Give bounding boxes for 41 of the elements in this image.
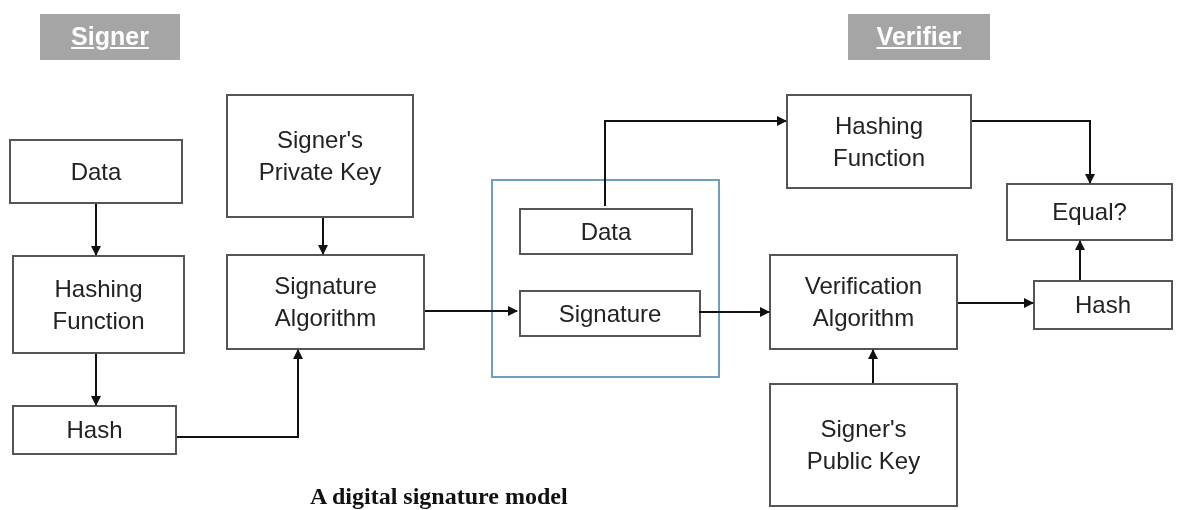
box-label: Hash — [66, 415, 123, 445]
process-box — [1006, 183, 1173, 241]
box-label: Data — [70, 156, 122, 187]
heading-banner — [40, 14, 180, 60]
arrow — [91, 203, 101, 256]
box-label: Hashing Function — [831, 110, 927, 173]
arrow — [698, 307, 770, 317]
container-box — [491, 179, 720, 378]
process-box — [9, 139, 183, 204]
box-label: Hashing Function — [51, 273, 146, 336]
arrow — [971, 120, 1095, 184]
box-label: Signer — [71, 21, 149, 53]
arrow — [1075, 240, 1085, 281]
process-box — [226, 94, 414, 218]
box-label: Signer's Private Key — [257, 125, 383, 187]
process-box — [226, 254, 425, 350]
arrow — [318, 217, 328, 255]
arrow — [424, 306, 518, 316]
arrow — [91, 353, 101, 406]
process-box — [769, 383, 958, 507]
box-label: Equal? — [1052, 197, 1127, 227]
process-box — [12, 405, 177, 455]
box-label: Hash — [1075, 290, 1131, 320]
process-box — [1033, 280, 1173, 330]
arrow — [604, 116, 787, 207]
caption: A digital signature model — [310, 482, 568, 510]
process-box — [786, 94, 972, 189]
box-label: Signature Algorithm — [273, 271, 378, 333]
heading-banner — [848, 14, 990, 60]
box-label: Signer's Public Key — [805, 414, 922, 476]
box-label: Data — [580, 216, 632, 247]
arrow — [957, 298, 1034, 308]
process-box — [519, 208, 693, 255]
arrow — [176, 349, 303, 438]
box-label: Verification Algorithm — [803, 271, 924, 333]
process-box — [12, 255, 185, 354]
box-label: Signature — [558, 298, 662, 329]
process-box — [519, 290, 701, 337]
process-box — [769, 254, 958, 350]
arrow — [868, 349, 878, 384]
box-label: Verifier — [876, 21, 962, 53]
